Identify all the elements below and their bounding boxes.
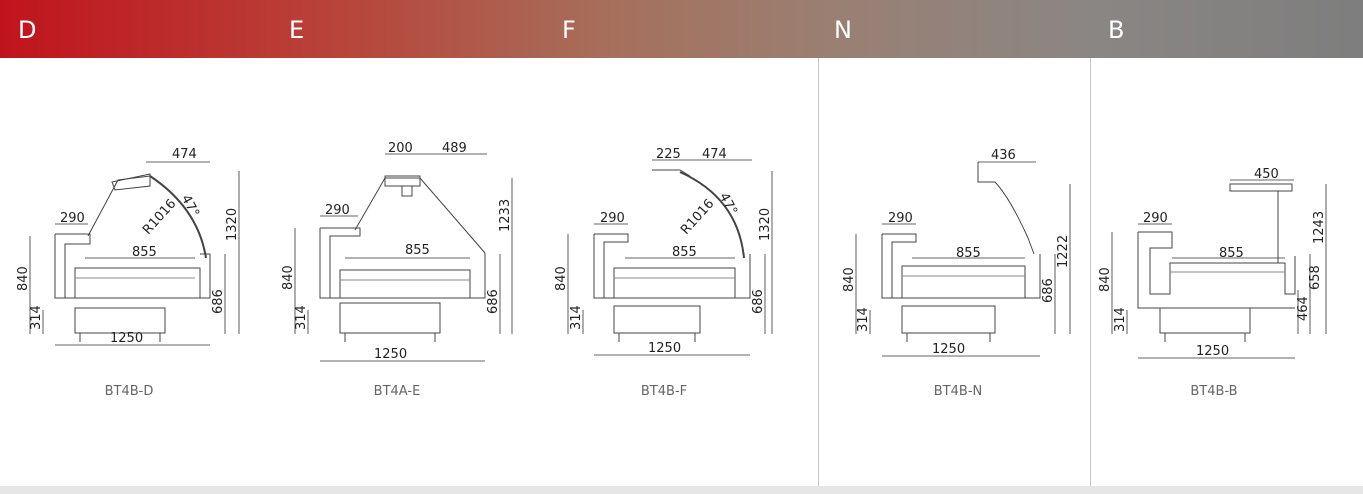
diagram-bt4b-n: 436 290 855 1222 840 314 686 1250 BT4B-N (842, 148, 1071, 399)
footer-strip (0, 486, 1363, 494)
dim-base-height: 314 (294, 305, 309, 330)
dim-top: 450 (1254, 167, 1279, 182)
cabinet-outline (54, 233, 211, 342)
category-header-bar: D E F N B (0, 0, 1363, 58)
dim-angle: 47° (178, 192, 202, 219)
dim-total-height: 1320 (758, 208, 773, 241)
dim-front-width: 290 (1143, 211, 1168, 226)
header-label-e: E (289, 16, 305, 44)
diagram-bt4a-e: 200 489 290 855 1233 840 314 686 1250 BT… (281, 141, 513, 399)
header-label-f: F (562, 16, 576, 44)
dim-front-width: 290 (60, 211, 85, 226)
model-caption-bt4b-d: BT4B-D (105, 384, 154, 399)
dim-inner-length: 855 (672, 245, 697, 260)
canopy-hood (87, 173, 207, 259)
dim-top-b: 489 (442, 141, 467, 156)
canopy-hood (1229, 183, 1293, 263)
dim-length: 1250 (648, 341, 681, 356)
dim-front-height: 658 (1308, 265, 1323, 290)
dim-length: 1250 (374, 347, 407, 362)
dim-front-width: 290 (325, 203, 350, 218)
dim-radius: R1016 (140, 196, 179, 237)
diagram-bt4b-d: 474 290 R1016 47° 855 1320 840 314 686 1… (16, 147, 240, 399)
dim-total-height: 1233 (498, 199, 513, 232)
dim-leg-height: 464 (1296, 296, 1311, 321)
canopy-hood (977, 162, 1035, 255)
canopy-hood (354, 175, 486, 254)
dim-front-height: 686 (211, 289, 226, 314)
dim-length: 1250 (932, 342, 965, 357)
cabinet-outline (1137, 231, 1296, 342)
model-caption-bt4b-n: BT4B-N (934, 384, 982, 399)
dim-hood-width: 474 (172, 147, 197, 162)
dim-length: 1250 (110, 331, 143, 346)
dim-total-height: 1222 (1056, 235, 1071, 268)
header-label-b: B (1108, 16, 1125, 44)
dim-front-height: 686 (751, 289, 766, 314)
technical-drawings: 474 290 R1016 47° 855 1320 840 314 686 1… (16, 141, 1327, 399)
dim-left-height: 840 (281, 265, 296, 290)
dim-left-height: 840 (1098, 267, 1113, 292)
dim-base-height: 314 (29, 305, 44, 330)
dim-base-height: 314 (569, 305, 584, 330)
diagram-bt4b-b: 450 290 855 1243 840 314 658 464 1250 BT… (1098, 167, 1327, 399)
dim-total-height: 1320 (225, 208, 240, 241)
model-caption-bt4b-b: BT4B-B (1190, 384, 1237, 399)
dim-left-height: 840 (842, 267, 857, 292)
dim-inner-length: 855 (405, 243, 430, 258)
dim-total-height: 1243 (1312, 211, 1327, 244)
dimension-lines (294, 153, 513, 362)
dim-left-height: 840 (554, 266, 569, 291)
dim-front-width: 290 (888, 211, 913, 226)
cabinet-outline (593, 233, 751, 342)
dim-front-height: 686 (486, 289, 501, 314)
dim-length: 1250 (1196, 344, 1229, 359)
dim-inner-length: 855 (132, 245, 157, 260)
dim-angle: 47° (716, 190, 740, 217)
cabinet-outline (319, 227, 486, 342)
dimension-lines (855, 161, 1071, 357)
cabinet-outline (881, 233, 1041, 342)
dim-base-height: 314 (856, 307, 871, 332)
header-label-d: D (18, 16, 37, 44)
dim-front-height: 686 (1041, 278, 1056, 303)
dim-inner-length: 855 (1219, 246, 1244, 261)
canopy-hood (652, 169, 745, 259)
dim-top: 436 (991, 148, 1016, 163)
dim-front-width: 290 (600, 211, 625, 226)
dimension-lines (29, 161, 240, 346)
model-caption-bt4b-f: BT4B-F (641, 384, 687, 399)
section-divider-n (818, 58, 819, 486)
model-caption-bt4a-e: BT4A-E (374, 384, 421, 399)
dim-inner-length: 855 (956, 246, 981, 261)
dimension-lines (567, 159, 773, 356)
dim-top-a: 225 (656, 147, 681, 162)
dim-base-height: 314 (1113, 307, 1128, 332)
dim-left-height: 840 (16, 266, 31, 291)
header-label-n: N (834, 16, 852, 44)
dim-top-b: 474 (702, 147, 727, 162)
dim-radius: R1016 (678, 196, 717, 237)
dimension-lines (1111, 179, 1327, 359)
diagram-bt4b-f: 225 474 290 R1016 47° 855 1320 840 314 6… (554, 147, 773, 399)
section-divider-b (1090, 58, 1091, 486)
dim-top-a: 200 (388, 141, 413, 156)
